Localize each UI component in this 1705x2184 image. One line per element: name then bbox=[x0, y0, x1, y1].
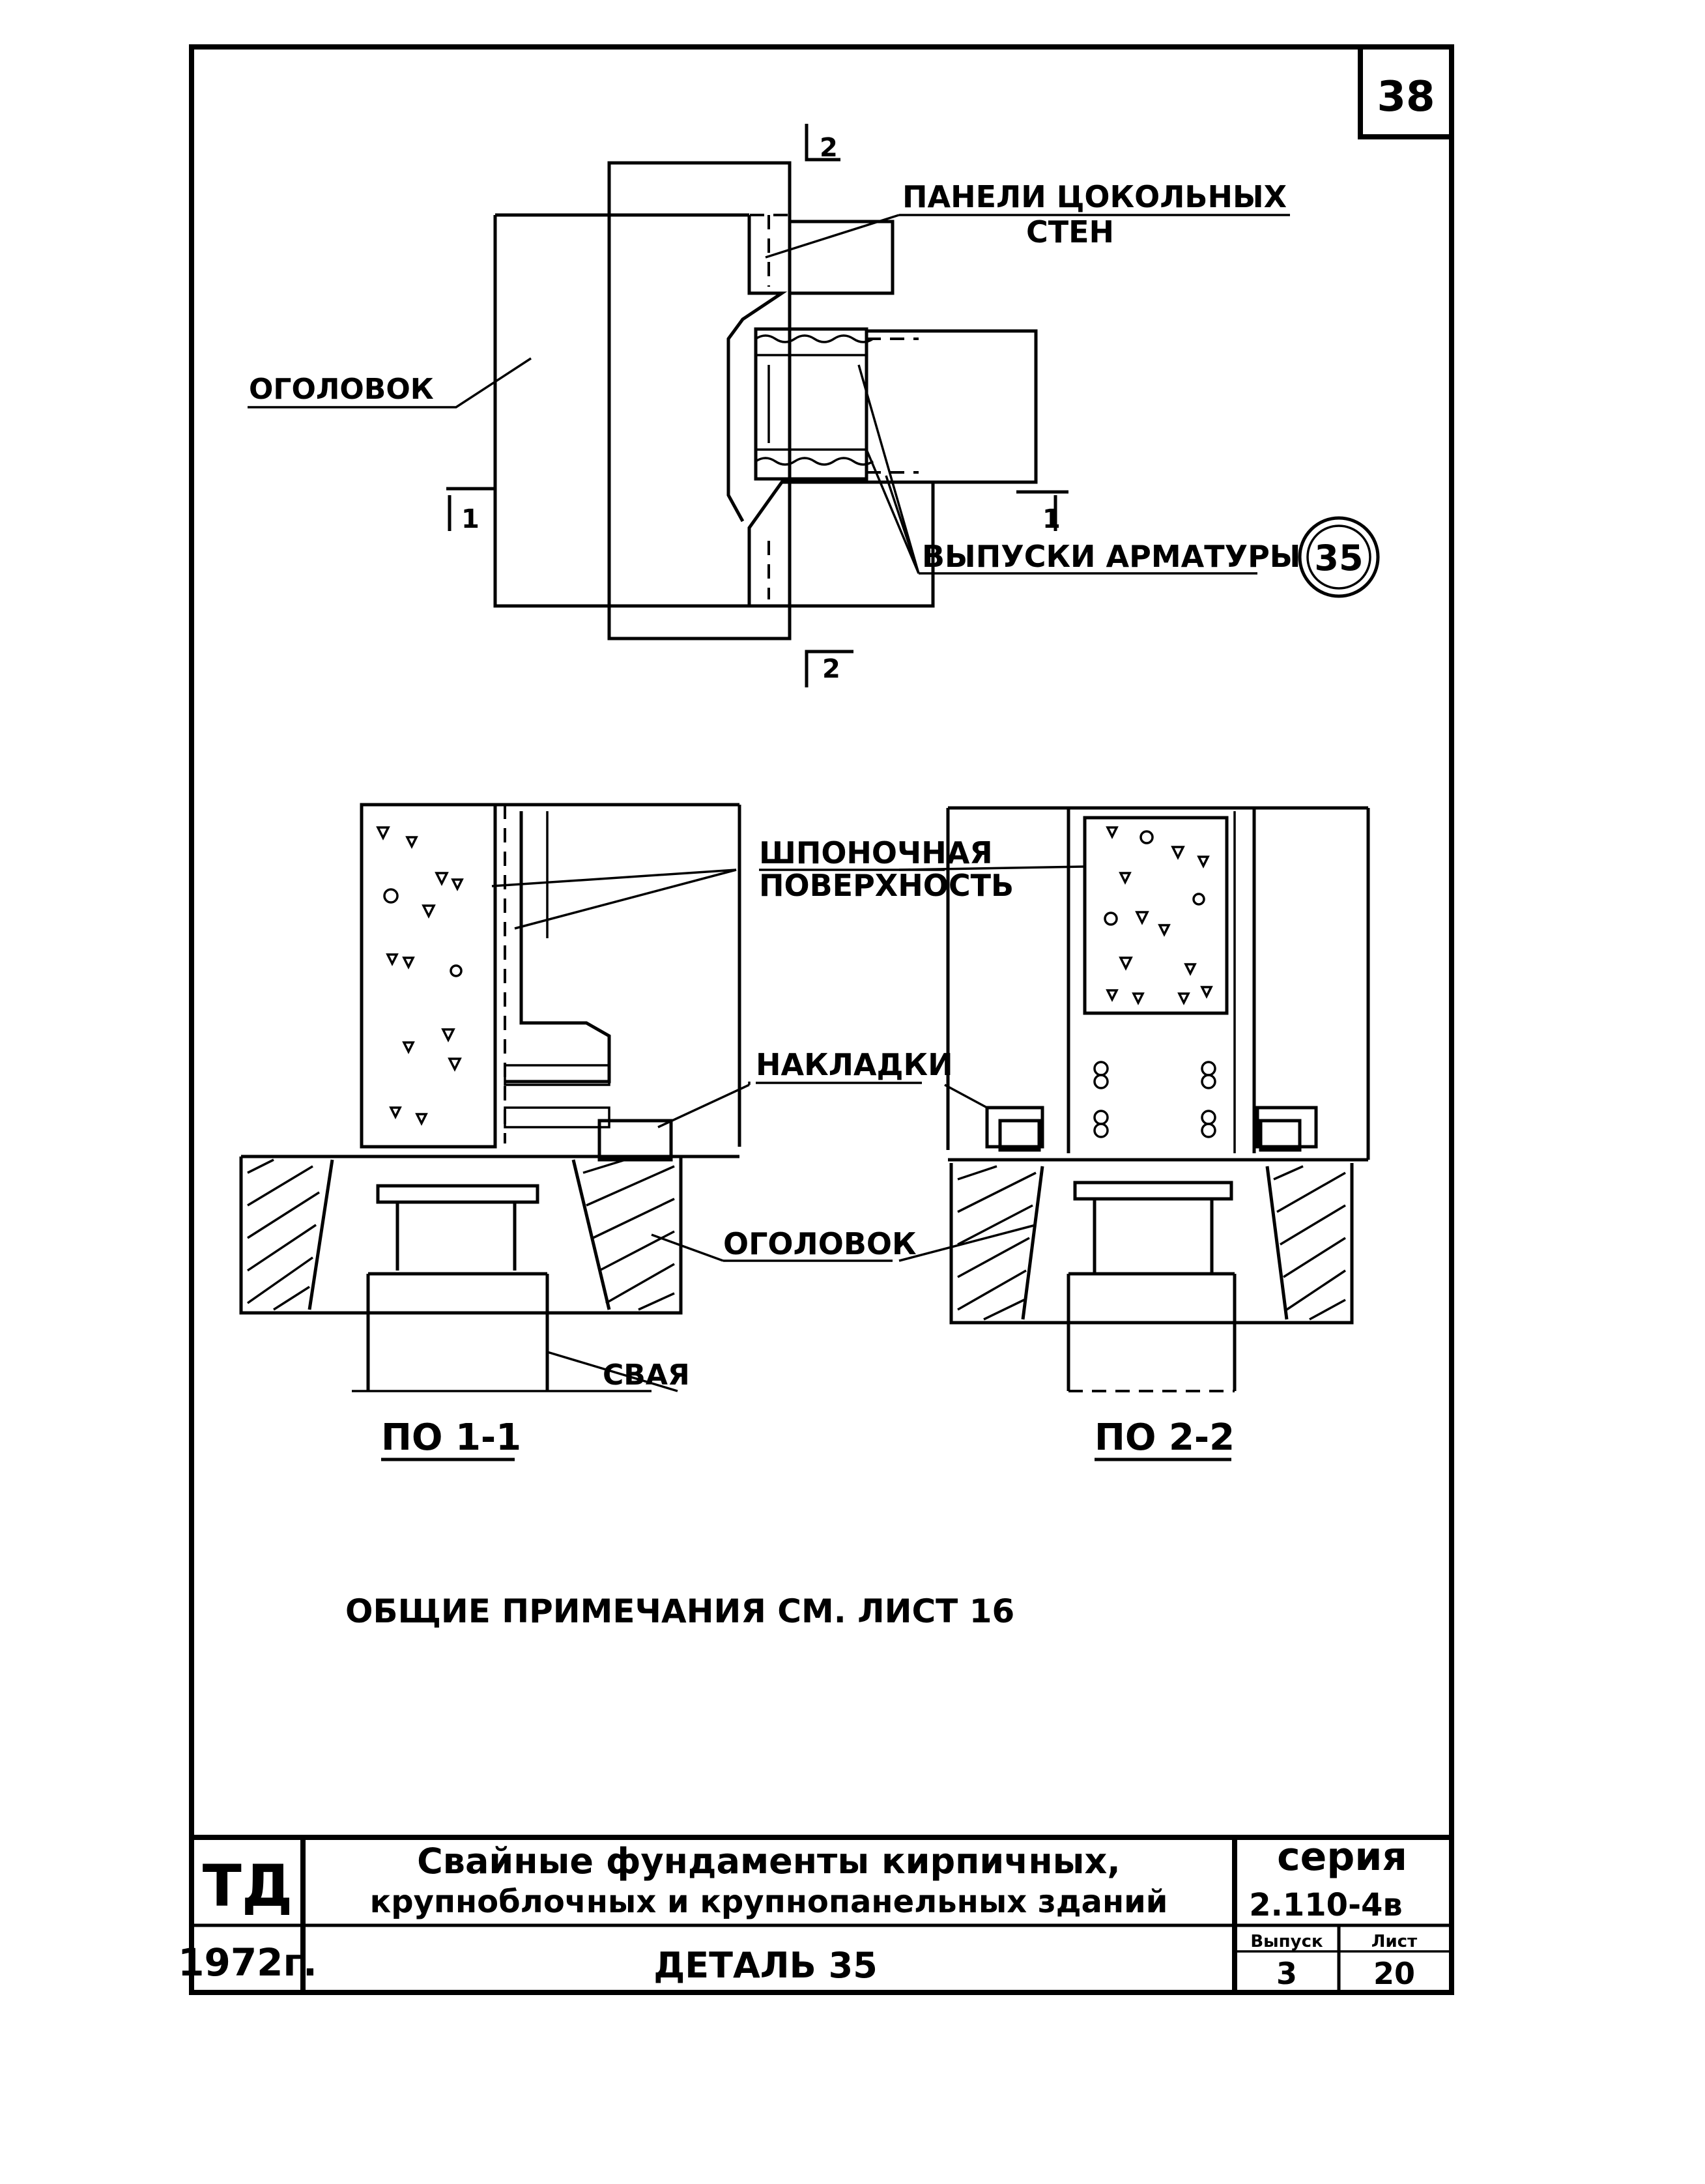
section-1-1: ПО 1-1 bbox=[239, 803, 893, 1461]
svg-text:1: 1 bbox=[1042, 504, 1061, 534]
label-pile: СВАЯ bbox=[603, 1358, 690, 1392]
title-line1: Свайные фундаменты кирпичных, bbox=[417, 1841, 1121, 1882]
svg-text:2: 2 bbox=[822, 654, 840, 684]
caption-section-2-2: ПО 2-2 bbox=[1095, 1416, 1235, 1459]
label-plates: НАКЛАДКИ bbox=[756, 1047, 953, 1082]
cut-1-right: 1 bbox=[1016, 490, 1068, 534]
sheet-value: 20 bbox=[1373, 1956, 1415, 1991]
label-rebar: ВЫПУСКИ АРМАТУРЫ bbox=[922, 539, 1300, 574]
cut-1-left: 1 bbox=[446, 487, 495, 534]
series-label: серия bbox=[1277, 1834, 1407, 1880]
year: 1972г. bbox=[178, 1940, 317, 1985]
detail-marker: 35 bbox=[1298, 516, 1380, 598]
section-2-2: ПО 2-2 bbox=[898, 806, 1370, 1461]
sheet-label: Лист bbox=[1371, 1932, 1417, 1951]
svg-text:1: 1 bbox=[461, 504, 480, 534]
svg-text:35: 35 bbox=[1314, 538, 1363, 579]
general-notes: ОБЩИЕ ПРИМЕЧАНИЯ СМ. ЛИСТ 16 bbox=[345, 1592, 1014, 1630]
sheet-frame bbox=[189, 44, 1454, 1995]
caption-section-1-1: ПО 1-1 bbox=[381, 1416, 521, 1459]
title-block: ТД 1972г. Свайные фундаменты кирпичных, … bbox=[178, 1834, 1452, 1992]
label-head-sections: ОГОЛОВОК bbox=[723, 1226, 917, 1261]
title-line2: крупноблочных и крупнопанельных зданий bbox=[370, 1884, 1168, 1920]
cut-2-top: 2 bbox=[805, 124, 840, 163]
org-code: ТД bbox=[203, 1852, 293, 1919]
issue-value: 3 bbox=[1276, 1956, 1297, 1991]
wall-panel bbox=[607, 161, 792, 640]
label-head-plan: ОГОЛОВОК bbox=[249, 373, 434, 406]
label-key-surface-line1: ШПОНОЧНАЯ bbox=[759, 835, 993, 870]
svg-text:2: 2 bbox=[820, 133, 838, 163]
issue-label: Выпуск bbox=[1250, 1932, 1323, 1951]
series-value: 2.110-4в bbox=[1249, 1887, 1403, 1923]
label-key-surface-line2: ПОВЕРХНОСТЬ bbox=[759, 868, 1014, 903]
label-panels-line2: СТЕН bbox=[1026, 214, 1114, 250]
page-number-box: 38 bbox=[1358, 44, 1454, 139]
recess bbox=[754, 327, 868, 481]
page-number: 38 bbox=[1377, 73, 1435, 121]
plan-view: 2 2 1 1 ОГОЛОВОК ПАНЕЛИ ЦОКОЛЬНЫХ СТЕН В… bbox=[248, 124, 1380, 687]
label-panels-line1: ПАНЕЛИ ЦОКОЛЬНЫХ bbox=[902, 179, 1287, 214]
cut-2-bottom: 2 bbox=[805, 650, 853, 687]
detail-title: ДЕТАЛЬ 35 bbox=[653, 1945, 878, 1986]
